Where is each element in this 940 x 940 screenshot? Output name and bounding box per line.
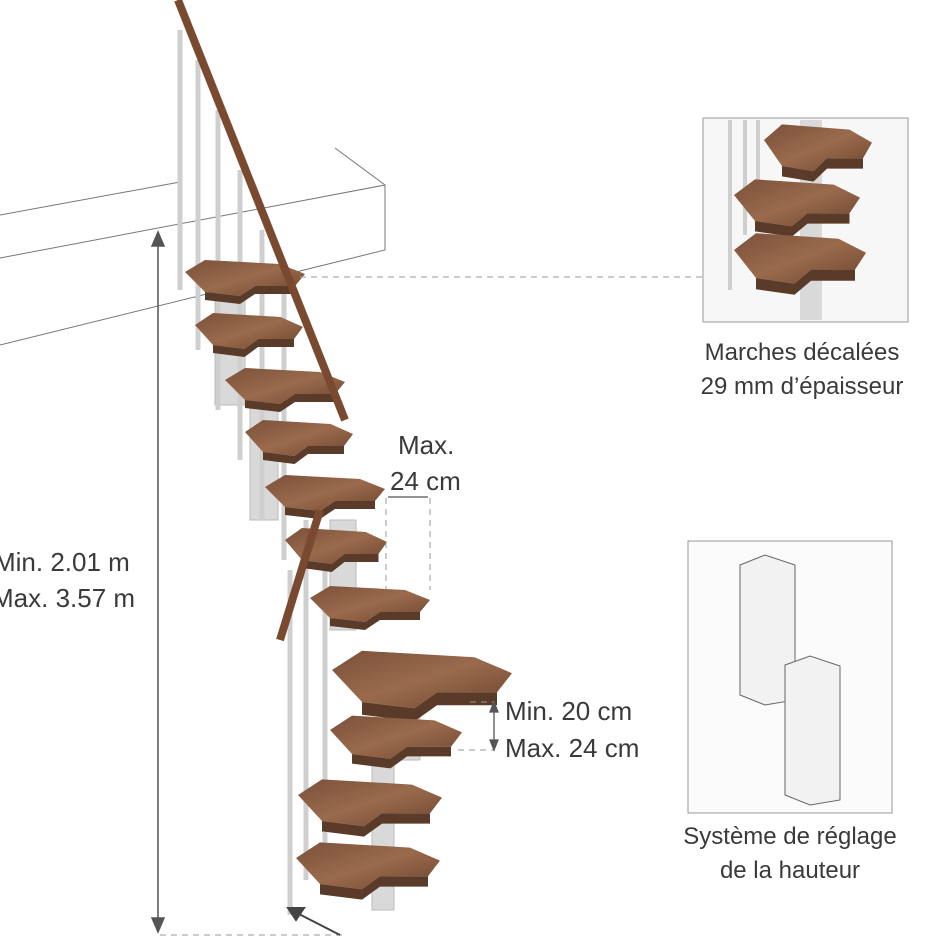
riser-max-label: Max. 24 cm: [505, 733, 640, 763]
inset-offset-caption-2: 29 mm d’épaisseur: [700, 373, 904, 400]
inset-offset-treads-image: [702, 117, 909, 323]
tread: [298, 779, 442, 837]
height-min-label: Min. 2.01 m: [0, 547, 130, 577]
height-dimension-arrow: [150, 230, 166, 934]
width-arrow: [286, 907, 341, 936]
tread: [195, 313, 303, 357]
tread: [310, 586, 430, 630]
tread: [332, 650, 512, 722]
handrail-lower: [276, 508, 324, 642]
riser-min-label: Min. 20 cm: [505, 696, 633, 726]
upper-floor-slab: [0, 147, 386, 346]
tread-depth-label-2: 24 cm: [390, 466, 461, 496]
riser-height-arrow: [489, 700, 499, 752]
tread: [296, 842, 440, 900]
inset-offset-caption-1: Marches décalées: [704, 339, 900, 366]
inset-height-caption-2: de la hauteur: [719, 857, 861, 884]
height-max-label: Max. 3.57 m: [0, 583, 136, 613]
inset-height-adjust-image: [687, 540, 893, 814]
tread: [330, 715, 462, 769]
inset-height-caption-1: Système de réglage: [683, 823, 897, 850]
dashed-guides: [160, 276, 705, 936]
handrail-upper: [174, 0, 349, 422]
tread-depth-label-1: Max.: [398, 430, 455, 460]
